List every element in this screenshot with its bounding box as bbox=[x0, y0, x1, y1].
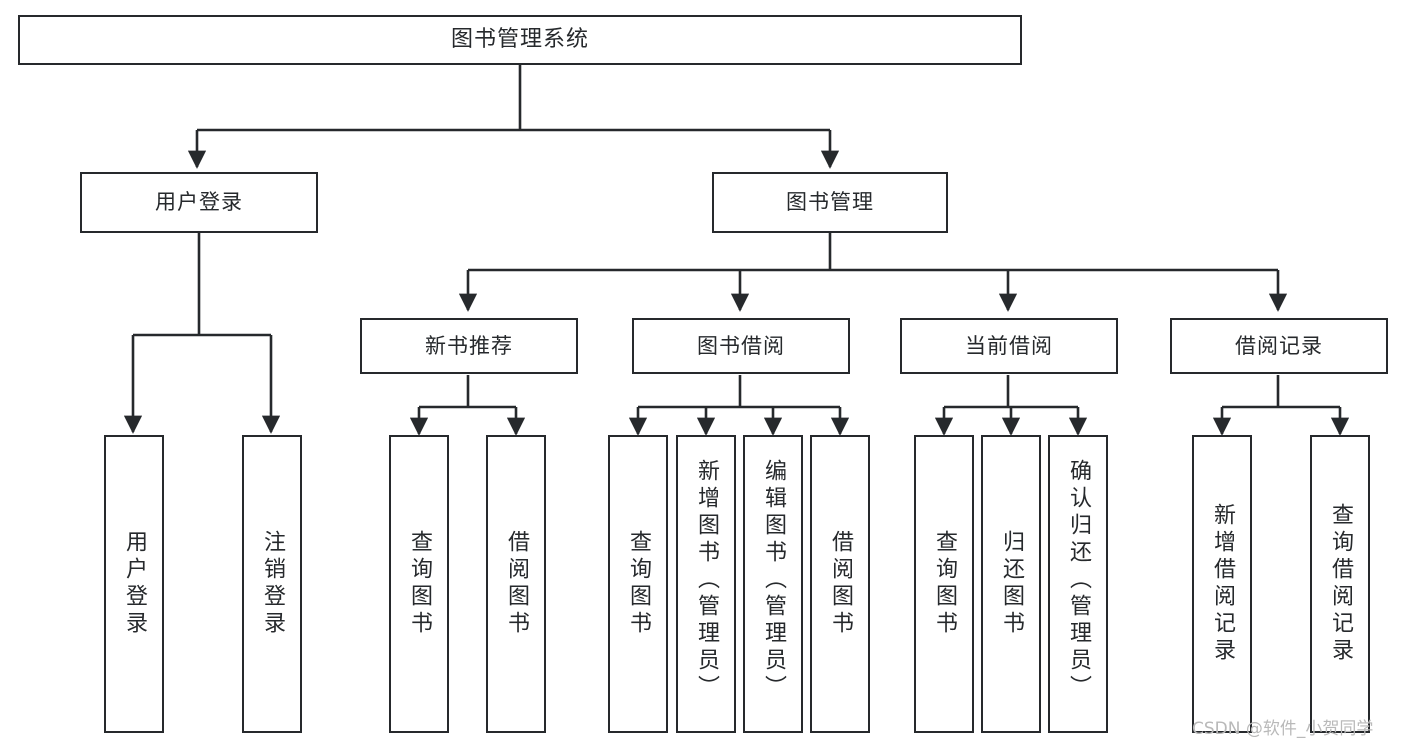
node-current-borrow-label: 当前借阅 bbox=[965, 333, 1053, 358]
node-new-book-recommend[interactable]: 新书推荐 bbox=[360, 318, 578, 374]
node-book-borrow[interactable]: 图书借阅 bbox=[632, 318, 850, 374]
leaf-records-query-label: 查询借阅记录 bbox=[1328, 503, 1353, 665]
leaf-new-books-query[interactable]: 查询图书 bbox=[389, 435, 449, 733]
node-book-borrow-label: 图书借阅 bbox=[697, 333, 785, 358]
leaf-current-query[interactable]: 查询图书 bbox=[914, 435, 974, 733]
node-user-login-label: 用户登录 bbox=[155, 190, 243, 215]
leaf-borrow-borrow-book-label: 借阅图书 bbox=[828, 530, 853, 638]
leaf-new-books-borrow-label: 借阅图书 bbox=[504, 530, 529, 638]
node-borrow-records-label: 借阅记录 bbox=[1235, 333, 1323, 358]
node-root[interactable]: 图书管理系统 bbox=[18, 15, 1022, 65]
leaf-borrow-query[interactable]: 查询图书 bbox=[608, 435, 668, 733]
leaf-records-add[interactable]: 新增借阅记录 bbox=[1192, 435, 1252, 733]
leaf-user-login-logout-label: 注销登录 bbox=[260, 530, 285, 638]
leaf-current-return-label: 归还图书 bbox=[999, 530, 1024, 638]
leaf-borrow-query-label: 查询图书 bbox=[626, 530, 651, 638]
leaf-borrow-add-book-label: 新增图书（管理员） bbox=[694, 459, 719, 702]
node-book-management[interactable]: 图书管理 bbox=[712, 172, 948, 233]
leaf-current-query-label: 查询图书 bbox=[932, 530, 957, 638]
leaf-user-login-login-label: 用户登录 bbox=[122, 530, 147, 638]
leaf-borrow-borrow-book[interactable]: 借阅图书 bbox=[810, 435, 870, 733]
node-root-label: 图书管理系统 bbox=[450, 27, 589, 53]
watermark: CSDN @软件_小贺同学 bbox=[1192, 719, 1374, 739]
leaf-borrow-edit-book[interactable]: 编辑图书（管理员） bbox=[743, 435, 803, 733]
node-book-management-label: 图书管理 bbox=[786, 190, 874, 215]
leaf-borrow-edit-book-label: 编辑图书（管理员） bbox=[761, 459, 786, 702]
leaf-user-login-logout[interactable]: 注销登录 bbox=[242, 435, 302, 733]
node-new-book-recommend-label: 新书推荐 bbox=[425, 333, 513, 358]
node-user-login[interactable]: 用户登录 bbox=[80, 172, 318, 233]
leaf-new-books-query-label: 查询图书 bbox=[407, 530, 432, 638]
leaf-records-add-label: 新增借阅记录 bbox=[1210, 503, 1235, 665]
leaf-current-return[interactable]: 归还图书 bbox=[981, 435, 1041, 733]
leaf-records-query[interactable]: 查询借阅记录 bbox=[1310, 435, 1370, 733]
leaf-borrow-add-book[interactable]: 新增图书（管理员） bbox=[676, 435, 736, 733]
leaf-user-login-login[interactable]: 用户登录 bbox=[104, 435, 164, 733]
node-current-borrow[interactable]: 当前借阅 bbox=[900, 318, 1118, 374]
leaf-current-confirm-return-label: 确认归还（管理员） bbox=[1066, 459, 1091, 702]
leaf-current-confirm-return[interactable]: 确认归还（管理员） bbox=[1048, 435, 1108, 733]
leaf-new-books-borrow[interactable]: 借阅图书 bbox=[486, 435, 546, 733]
node-borrow-records[interactable]: 借阅记录 bbox=[1170, 318, 1388, 374]
